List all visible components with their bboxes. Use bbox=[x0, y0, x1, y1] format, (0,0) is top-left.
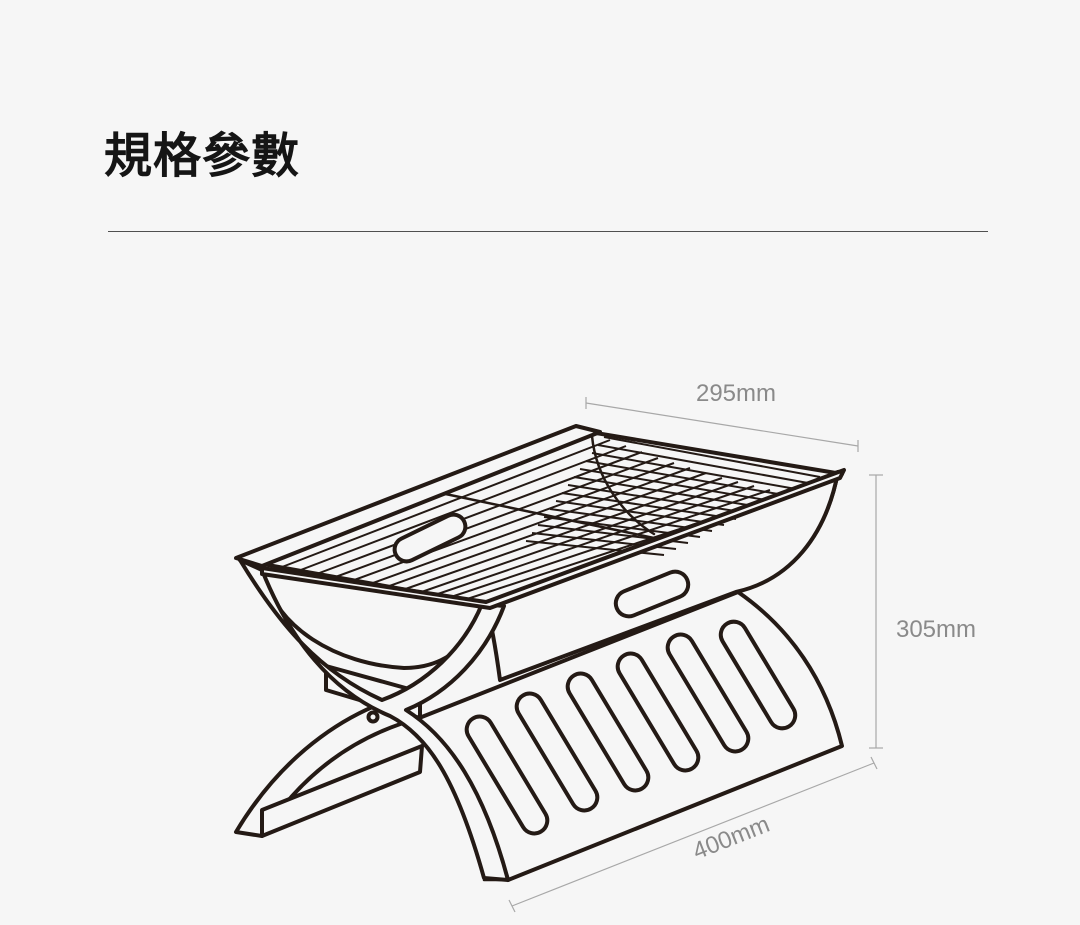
bowl-inner-curve bbox=[590, 434, 656, 536]
grate-bar bbox=[297, 445, 627, 572]
grate-bar bbox=[603, 436, 821, 478]
grate-rim-back bbox=[234, 424, 602, 568]
page-title: 規格參數 bbox=[104, 128, 301, 184]
pivot-bolt bbox=[366, 710, 380, 724]
grate-bar bbox=[345, 462, 675, 584]
front-x-leg bbox=[238, 558, 510, 882]
depth-label: 295mm bbox=[696, 380, 776, 407]
length-dimension-line bbox=[511, 762, 875, 907]
grate-center-rod bbox=[434, 490, 656, 540]
grate-bar bbox=[567, 484, 749, 514]
grate-bar bbox=[585, 460, 785, 496]
grate-bar bbox=[579, 468, 773, 502]
grill-illustration bbox=[234, 424, 846, 882]
grate-bar bbox=[591, 452, 797, 490]
length-dimension-tick-end bbox=[870, 756, 878, 770]
grate-bar bbox=[561, 492, 737, 520]
height-dimension: 305mm bbox=[869, 474, 976, 749]
bowl-handle-front bbox=[613, 569, 691, 619]
title-divider bbox=[108, 231, 988, 232]
grate-bar bbox=[377, 472, 707, 591]
depth-dimension: 295mm bbox=[585, 380, 859, 452]
height-label: 305mm bbox=[896, 616, 976, 643]
leg-vent-slot bbox=[615, 651, 701, 773]
leg-vents bbox=[464, 619, 798, 836]
grate-bar bbox=[555, 500, 725, 526]
grate-bar bbox=[313, 451, 643, 576]
leg-vent-slot bbox=[565, 671, 651, 793]
leg-vent-slot bbox=[718, 619, 798, 731]
grate-rim-front bbox=[260, 468, 846, 610]
depth-dimension-line bbox=[585, 402, 859, 447]
grate-bar bbox=[409, 481, 739, 597]
grate-bar bbox=[597, 444, 809, 484]
length-dimension-tick-start bbox=[508, 899, 516, 913]
leg-vent-slot bbox=[464, 714, 550, 836]
bowl-handle-back bbox=[392, 512, 468, 564]
grate-bar bbox=[281, 439, 611, 568]
leg-vent-slot bbox=[514, 691, 600, 813]
back-leg-base bbox=[260, 744, 424, 838]
leg-vent-slot bbox=[665, 632, 751, 754]
